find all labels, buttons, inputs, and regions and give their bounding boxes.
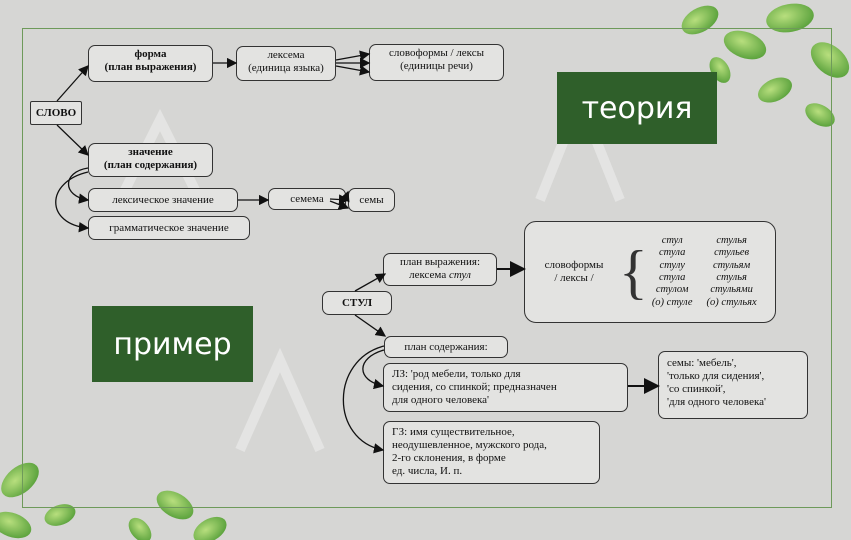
gz-line: ед. числа, И. п.	[392, 465, 463, 477]
semy-line: 'только для сидения',	[667, 370, 765, 382]
wordforms-box: словоформы / лексы / { стул стула стулу …	[524, 221, 776, 323]
gz-line: неодушевленное, мужского рода,	[392, 439, 547, 451]
stul-box: СТУЛ	[322, 291, 392, 315]
lz-box: ЛЗ: 'род мебели, только для сидения, со …	[383, 363, 628, 412]
wordforms-singular: стул стула стулу стула стулом (о) стуле	[652, 235, 693, 309]
wordform: стульев	[714, 247, 750, 259]
forma-box: форма (план выражения)	[88, 45, 213, 82]
slovoformy-line1: словоформы / лексы	[388, 47, 485, 59]
forma-line1: форма	[134, 48, 167, 60]
plan-vyr-word: стул	[448, 269, 471, 281]
gz-line: 2-го склонения, в форме	[392, 452, 506, 464]
leksema-box: лексема (единица языка)	[236, 46, 336, 81]
semy-line: 'для одного человека'	[667, 396, 766, 408]
plan-vyr-line2: лексема стул	[409, 269, 471, 281]
slovo-box: СЛОВО	[30, 101, 82, 125]
content-frame	[22, 28, 832, 508]
semy-example-box: семы: 'мебель', 'только для сидения', 'с…	[658, 351, 808, 419]
gz-box: ГЗ: имя существительное, неодушевленное,…	[383, 421, 600, 484]
wordform: стул	[661, 234, 683, 246]
theory-badge: теория	[557, 72, 717, 144]
gz-line: ГЗ: имя существительное,	[392, 426, 515, 438]
leks-znach-box: лексическое значение	[88, 188, 238, 212]
lz-line: сидения, со спинкой; предназначен	[392, 381, 557, 393]
slovoformy-line2: (единицы речи)	[400, 60, 473, 72]
semema-box: семема	[268, 188, 346, 210]
slovoformy-label-line2: / лексы /	[554, 272, 594, 284]
brace-icon: {	[619, 239, 648, 305]
wordform: стулом	[655, 284, 689, 296]
wordform: стульями	[710, 284, 753, 296]
znachenie-box: значение (план содержания)	[88, 143, 213, 177]
slovoformy-box: словоформы / лексы (единицы речи)	[369, 44, 504, 81]
semy-line: семы: 'мебель',	[667, 357, 737, 369]
leaves-bottom-left-icon	[0, 462, 227, 540]
wordform: стула	[659, 247, 686, 259]
wordform: стулья	[716, 234, 747, 246]
wordforms-plural: стулья стульев стульям стулья стульями (…	[707, 235, 757, 309]
wordform: (о) стуле	[651, 296, 693, 308]
lz-line: для одного человека'	[392, 394, 490, 406]
wordform: (о) стульях	[706, 296, 757, 308]
wordform: стулу	[659, 259, 685, 271]
semy-line: 'со спинкой',	[667, 383, 726, 395]
leksema-line2: (единица языка)	[248, 62, 324, 74]
znachenie-line2: (план содержания)	[103, 159, 198, 171]
lz-line: ЛЗ: 'род мебели, только для	[392, 368, 521, 380]
plan-vyr-box: план выражения: лексема стул	[383, 253, 497, 286]
wordform: стулья	[716, 272, 747, 283]
leksema-line1: лексема	[267, 49, 305, 61]
example-badge: пример	[92, 306, 253, 382]
wordform: стула	[659, 272, 686, 283]
gram-znach-box: грамматическое значение	[88, 216, 250, 240]
slovoformy-label: словоформы / лексы /	[533, 259, 615, 285]
znachenie-line1: значение	[128, 146, 173, 158]
plan-sod-box: план содержания:	[384, 336, 508, 358]
semy-box: семы	[348, 188, 395, 212]
wordform: стульям	[712, 259, 751, 271]
forma-line2: (план выражения)	[104, 61, 197, 73]
slovoformy-label-line1: словоформы	[544, 259, 604, 271]
plan-vyr-line1: план выражения:	[399, 256, 481, 268]
